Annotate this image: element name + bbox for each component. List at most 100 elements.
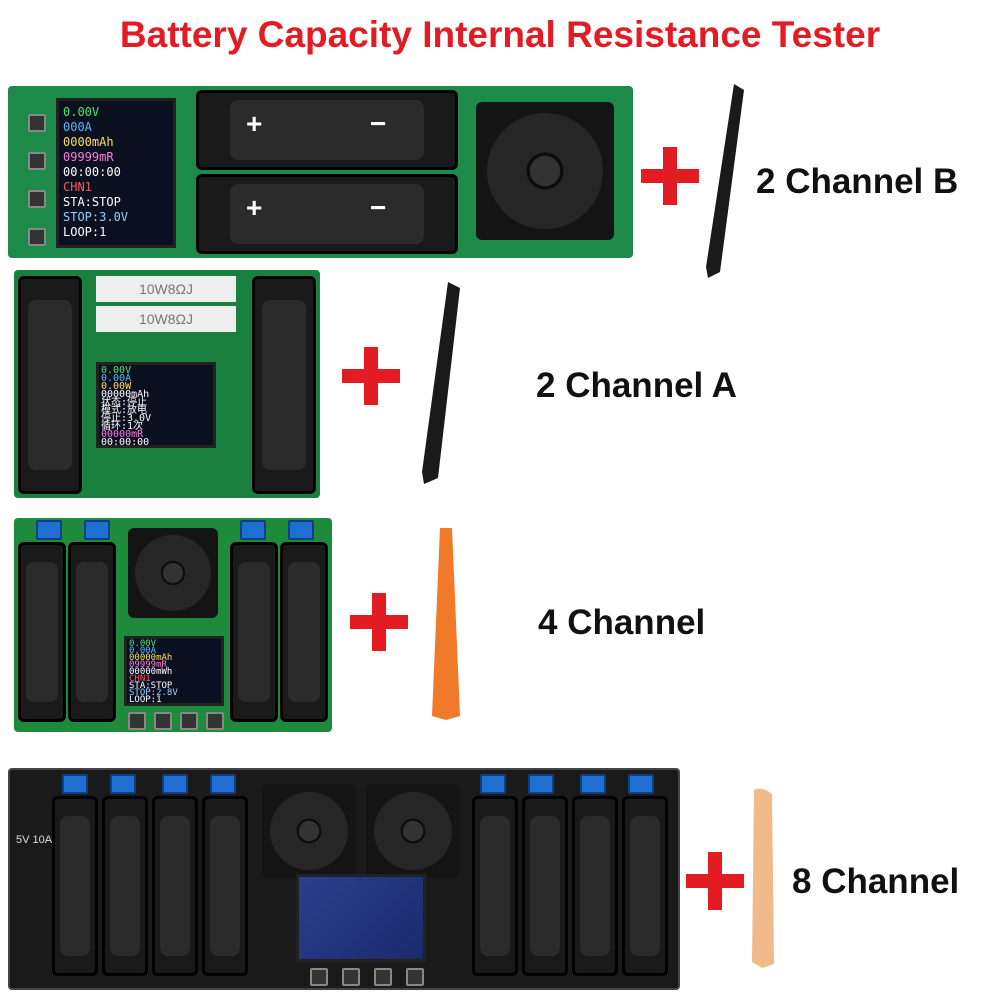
- lcd-display: 0.00V 000A 0000mAh 09999mR 00:00:00 CHN1…: [56, 98, 176, 248]
- lcd-line: 0.00V: [63, 105, 100, 119]
- lcd-display: 0.00V 0.00A 00000mAh 09999mR 00000mWh CH…: [124, 636, 224, 706]
- lcd-line: 0.00A: [129, 646, 157, 656]
- lcd-line: 0.00V: [101, 365, 132, 376]
- lcd-line: 模式:放电: [101, 405, 148, 416]
- board-button: [206, 712, 224, 730]
- board-2-channel-a: 10W8ΩJ 10W8ΩJ 0.00V 0.00A 0.00W 00000mAh…: [14, 270, 320, 498]
- pry-tool-image: [426, 526, 466, 722]
- lcd-line: STA:STOP: [129, 681, 173, 691]
- resistor: 10W8ΩJ: [96, 306, 236, 332]
- battery-holder: [68, 542, 116, 722]
- page-title: Battery Capacity Internal Resistance Tes…: [119, 14, 881, 55]
- lcd-line: 状态:停止: [101, 397, 148, 408]
- screw-terminal: [288, 520, 314, 540]
- board-button: [154, 712, 172, 730]
- battery-holder: [230, 542, 278, 722]
- screw-terminal: [580, 774, 606, 794]
- screw-terminal: [628, 774, 654, 794]
- battery-holder: [280, 542, 328, 722]
- plus-icon: [641, 147, 699, 205]
- screw-terminal: [36, 520, 62, 540]
- power-input-label: 5V 10A: [16, 834, 53, 846]
- lcd-line: 0.00W: [101, 381, 132, 392]
- battery-holder: [152, 796, 198, 976]
- screw-terminal: [162, 774, 188, 794]
- product-label: 2 Channel B: [756, 162, 959, 201]
- board-button: [28, 228, 46, 246]
- board-button: [128, 712, 146, 730]
- screw-terminal: [210, 774, 236, 794]
- pry-tool-image: [700, 82, 750, 282]
- lcd-line: 00:00:00: [101, 437, 150, 448]
- lcd-line: 循环:1次: [101, 421, 144, 432]
- lcd-line: 0.00V: [129, 639, 157, 649]
- board-button: [28, 114, 46, 132]
- pry-tool-image: [416, 280, 466, 490]
- board-button: [28, 190, 46, 208]
- board-8-channel: 5V 10A: [8, 768, 680, 990]
- cell-minus-mark: −: [370, 192, 387, 223]
- screw-terminal: [528, 774, 554, 794]
- battery-holder: [252, 276, 316, 494]
- board-button: [28, 152, 46, 170]
- plus-icon: [350, 593, 408, 651]
- cooling-fan: [128, 528, 218, 618]
- lcd-line: 0000mAh: [63, 135, 114, 149]
- screw-terminal: [110, 774, 136, 794]
- board-button: [406, 968, 424, 986]
- board-button: [180, 712, 198, 730]
- lcd-line: LOOP:1: [63, 225, 107, 239]
- board-4-channel: 0.00V 0.00A 00000mAh 09999mR 00000mWh CH…: [14, 518, 332, 732]
- battery-holder: [196, 90, 458, 170]
- product-label: 4 Channel: [538, 603, 706, 642]
- screw-terminal: [240, 520, 266, 540]
- screw-terminal: [480, 774, 506, 794]
- lcd-line: 09999mR: [63, 150, 114, 164]
- lcd-display: [296, 874, 426, 962]
- lcd-line: 00000mAh: [101, 389, 150, 400]
- lcd-line: CHN1: [63, 180, 92, 194]
- lcd-line: 00000mR: [101, 429, 144, 440]
- cooling-fan: [262, 784, 356, 878]
- board-button: [342, 968, 360, 986]
- product-label: 8 Channel: [792, 862, 960, 901]
- battery-holder: [622, 796, 668, 976]
- cooling-fan: [476, 102, 614, 240]
- lcd-line: STA:STOP: [63, 195, 121, 209]
- lcd-line: 00000mWh: [129, 667, 173, 677]
- lcd-display: 0.00V 0.00A 0.00W 00000mAh 状态:停止 模式:放电 停…: [96, 362, 216, 448]
- battery-holder: [202, 796, 248, 976]
- lcd-line: 000A: [63, 120, 92, 134]
- cooling-fan: [366, 784, 460, 878]
- battery-holder: [472, 796, 518, 976]
- lcd-line: 09999mR: [129, 660, 167, 670]
- lcd-line: 00:00:00: [63, 165, 121, 179]
- board-button: [310, 968, 328, 986]
- plus-icon: [342, 347, 400, 405]
- plus-icon: [686, 852, 744, 910]
- lcd-line: STOP:3.0V: [63, 210, 129, 224]
- battery-holder: [18, 542, 66, 722]
- battery-holder: [196, 174, 458, 254]
- lcd-line: LOOP:1: [129, 695, 162, 705]
- lcd-line: 00000mAh: [129, 653, 173, 663]
- lcd-line: 停止:3.0V: [101, 413, 152, 424]
- board-2-channel-b: 0.00V 000A 0000mAh 09999mR 00:00:00 CHN1…: [8, 86, 633, 258]
- battery-holder: [52, 796, 98, 976]
- cell-plus-mark: +: [246, 108, 263, 139]
- battery-holder: [572, 796, 618, 976]
- lcd-line: CHN1: [129, 674, 151, 684]
- battery-holder: [18, 276, 82, 494]
- cell-minus-mark: −: [370, 108, 387, 139]
- resistor: 10W8ΩJ: [96, 276, 236, 302]
- battery-holder: [522, 796, 568, 976]
- screw-terminal: [84, 520, 110, 540]
- cell-plus-mark: +: [246, 192, 263, 223]
- pry-tool-image: [744, 786, 780, 970]
- product-label: 2 Channel A: [536, 366, 737, 405]
- lcd-line: STOP:2.8V: [129, 688, 178, 698]
- lcd-line: 0.00A: [101, 373, 132, 384]
- screw-terminal: [62, 774, 88, 794]
- board-button: [374, 968, 392, 986]
- battery-holder: [102, 796, 148, 976]
